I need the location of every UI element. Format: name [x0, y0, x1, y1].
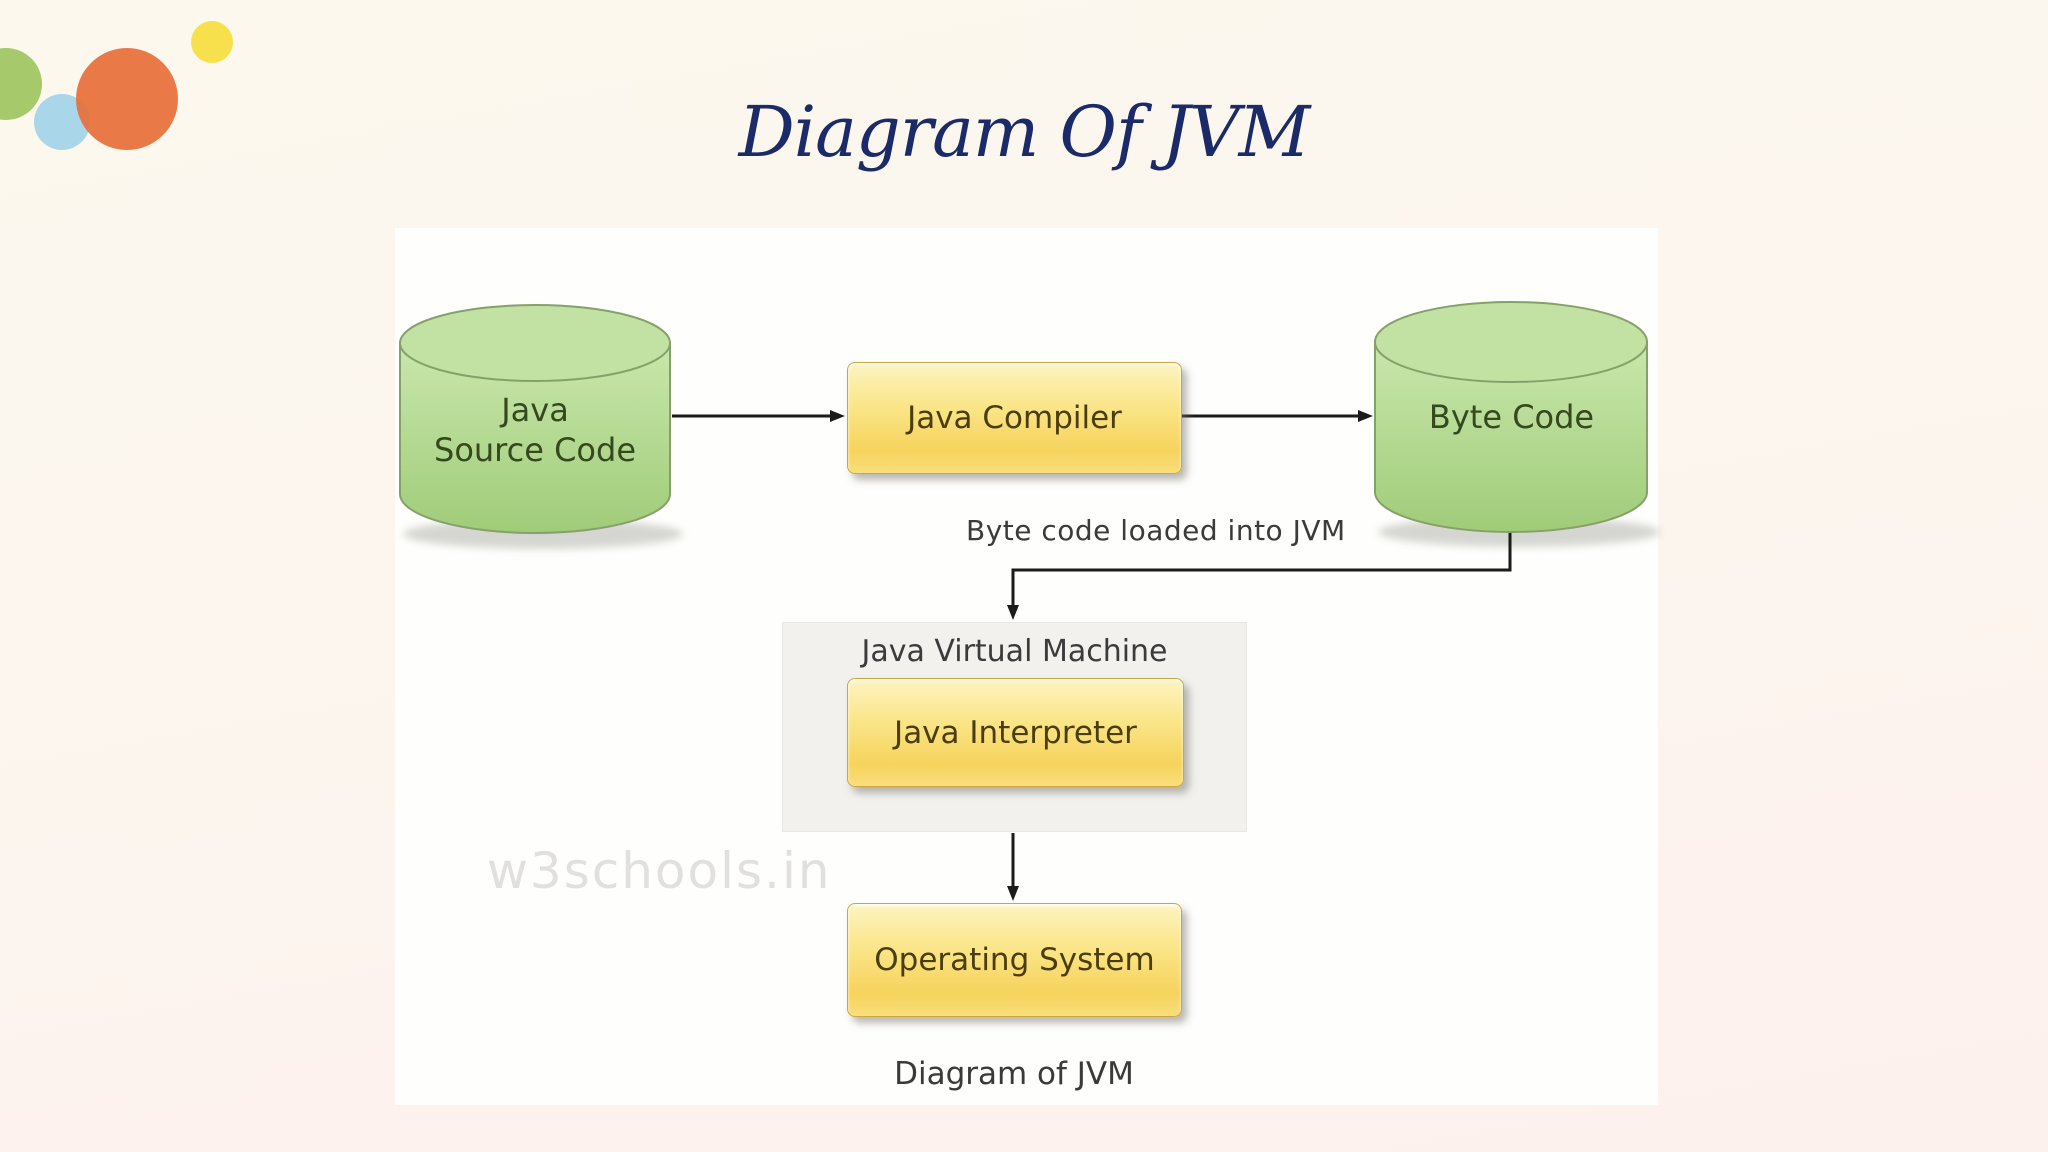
node-operating-system: Operating System [847, 903, 1182, 1017]
node-byte-code: Byte Code [1428, 398, 1595, 436]
bytecode-loaded-note: Byte code loaded into JVM [966, 514, 1346, 547]
decor-circle-orange [76, 48, 178, 150]
node-java-compiler: Java Compiler [847, 362, 1182, 474]
node-java-interpreter: Java Interpreter [847, 678, 1184, 787]
page-title: Diagram Of JVM [738, 91, 1311, 173]
bytecode-cylinder-body [1374, 341, 1648, 533]
bytecode-cylinder-top [1374, 301, 1648, 383]
source-label-line1: Java [501, 391, 569, 429]
watermark: w3schools.in [487, 842, 832, 900]
jvm-label: Java Virtual Machine [861, 634, 1168, 669]
diagram-caption: Diagram of JVM [894, 1056, 1134, 1092]
source-label-line2: Source Code [434, 431, 636, 469]
arrow-bytecode-to-jvm [1007, 533, 1512, 620]
source-cylinder-top [399, 304, 671, 382]
node-java-source-code: Java Source Code [400, 390, 670, 470]
decor-circle-yellow [191, 21, 233, 63]
source-cylinder-body [399, 342, 671, 534]
